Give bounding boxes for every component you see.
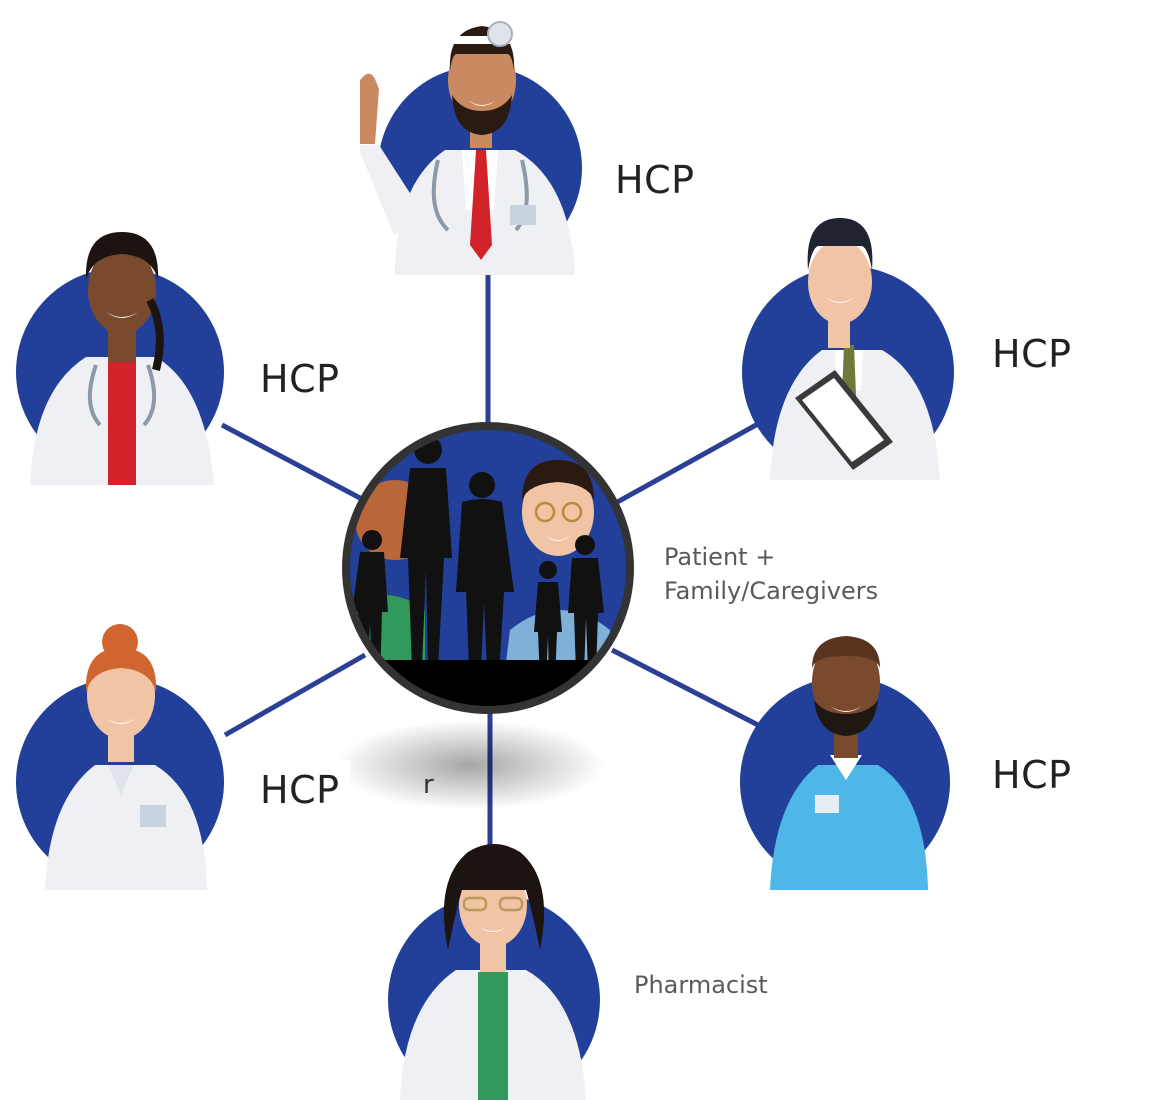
center-label-line2: Family/Caregivers xyxy=(664,577,879,605)
node-label-lower-right: HCP xyxy=(982,745,1082,805)
node-label-upper-right: HCP xyxy=(982,324,1082,384)
occluded-text-fragment: r xyxy=(423,770,434,800)
center-ring xyxy=(342,422,634,714)
connector-lower-left xyxy=(223,652,367,738)
family-silhouette-icon xyxy=(342,422,634,714)
center-label-line1: Patient + xyxy=(664,543,776,571)
connector-lower-right xyxy=(610,647,760,728)
doctor-head-mirror-icon xyxy=(360,21,582,275)
connector-upper-right xyxy=(610,417,767,508)
doctor-clipboard-icon xyxy=(742,218,954,480)
connector-upper-left xyxy=(220,422,362,501)
node-label-upper-left: HCP xyxy=(250,349,350,409)
node-label-lower-left: HCP xyxy=(250,760,350,820)
pharmacist-icon xyxy=(388,844,600,1100)
nurse-scrubs-icon xyxy=(740,636,950,890)
node-label-bottom: Pharmacist xyxy=(634,971,768,999)
center-label: Patient + Family/Caregivers xyxy=(664,540,878,608)
node-label-top: HCP xyxy=(605,150,705,210)
nurse-bun-icon xyxy=(16,624,224,890)
doctor-stethoscope-icon xyxy=(16,232,224,485)
center-shadow xyxy=(335,720,605,810)
